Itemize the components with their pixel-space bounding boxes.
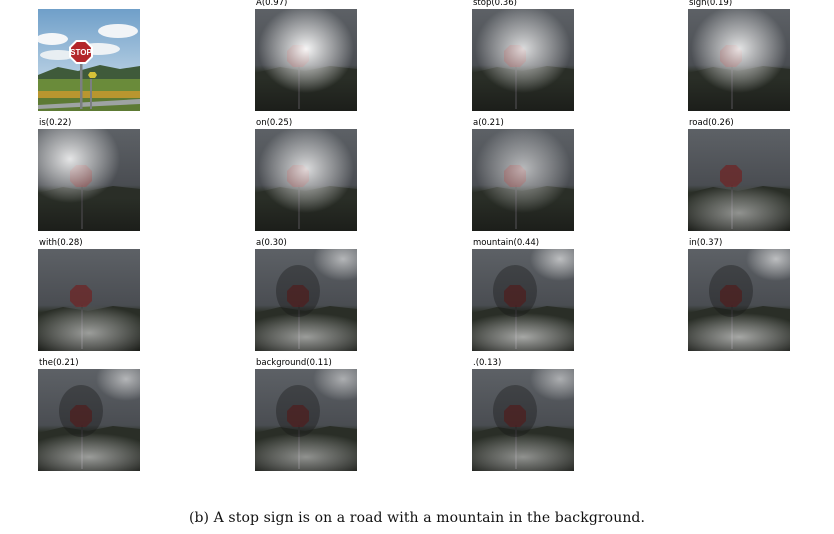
- attention-heatmap: [255, 249, 357, 351]
- attention-map-tile: road(0.26): [688, 118, 792, 233]
- attention-heatmap: [688, 249, 790, 351]
- attention-word-label: mountain(0.44): [472, 238, 543, 248]
- attention-heatmap: [472, 129, 574, 231]
- attention-heatmap: [688, 129, 790, 231]
- attention-map-tile: a(0.30): [255, 238, 359, 353]
- attention-word-label: the(0.21): [38, 358, 82, 368]
- attention-heatmap: [472, 249, 574, 351]
- attention-map-tile: is(0.22): [38, 118, 142, 233]
- attention-map-tile: A(0.97): [255, 0, 359, 113]
- attention-map-tile: sign(0.19): [688, 0, 792, 113]
- attention-heatmap: [38, 129, 140, 231]
- attention-word-label: in(0.37): [688, 238, 726, 248]
- attention-word-label: .(0.13): [472, 358, 505, 368]
- attention-map-tile: .(0.13): [472, 358, 576, 473]
- attention-map-tile: with(0.28): [38, 238, 142, 353]
- figure-caption: (b) A stop sign is on a road with a moun…: [188, 510, 646, 526]
- attention-word-label: a(0.30): [255, 238, 290, 248]
- attention-map-tile: background(0.11): [255, 358, 359, 473]
- attention-heatmap: [38, 249, 140, 351]
- attention-heatmap: [38, 369, 140, 471]
- attention-word-label: A(0.97): [255, 0, 291, 8]
- attention-word-label: a(0.21): [472, 118, 507, 128]
- stop-sign-photo: STOP: [38, 9, 140, 111]
- attention-map-tile: stop(0.36): [472, 0, 576, 113]
- attention-heatmap: [255, 369, 357, 471]
- attention-word-label: sign(0.19): [688, 0, 736, 8]
- attention-heatmap: [255, 9, 357, 111]
- attention-heatmap: [688, 9, 790, 111]
- attention-heatmap: [472, 9, 574, 111]
- attention-heatmap: [255, 129, 357, 231]
- attention-map-tile: in(0.37): [688, 238, 792, 353]
- attention-map-tile: the(0.21): [38, 358, 142, 473]
- attention-word-label: road(0.26): [688, 118, 737, 128]
- stop-sign-text: STOP: [70, 48, 92, 57]
- original-image: STOP: [38, 9, 142, 113]
- attention-word-label: background(0.11): [255, 358, 335, 368]
- attention-heatmap: [472, 369, 574, 471]
- attention-word-label: with(0.28): [38, 238, 86, 248]
- attention-word-label: is(0.22): [38, 118, 75, 128]
- attention-map-tile: a(0.21): [472, 118, 576, 233]
- attention-map-tile: mountain(0.44): [472, 238, 576, 353]
- attention-map-tile: on(0.25): [255, 118, 359, 233]
- attention-word-label: stop(0.36): [472, 0, 520, 8]
- attention-word-label: on(0.25): [255, 118, 296, 128]
